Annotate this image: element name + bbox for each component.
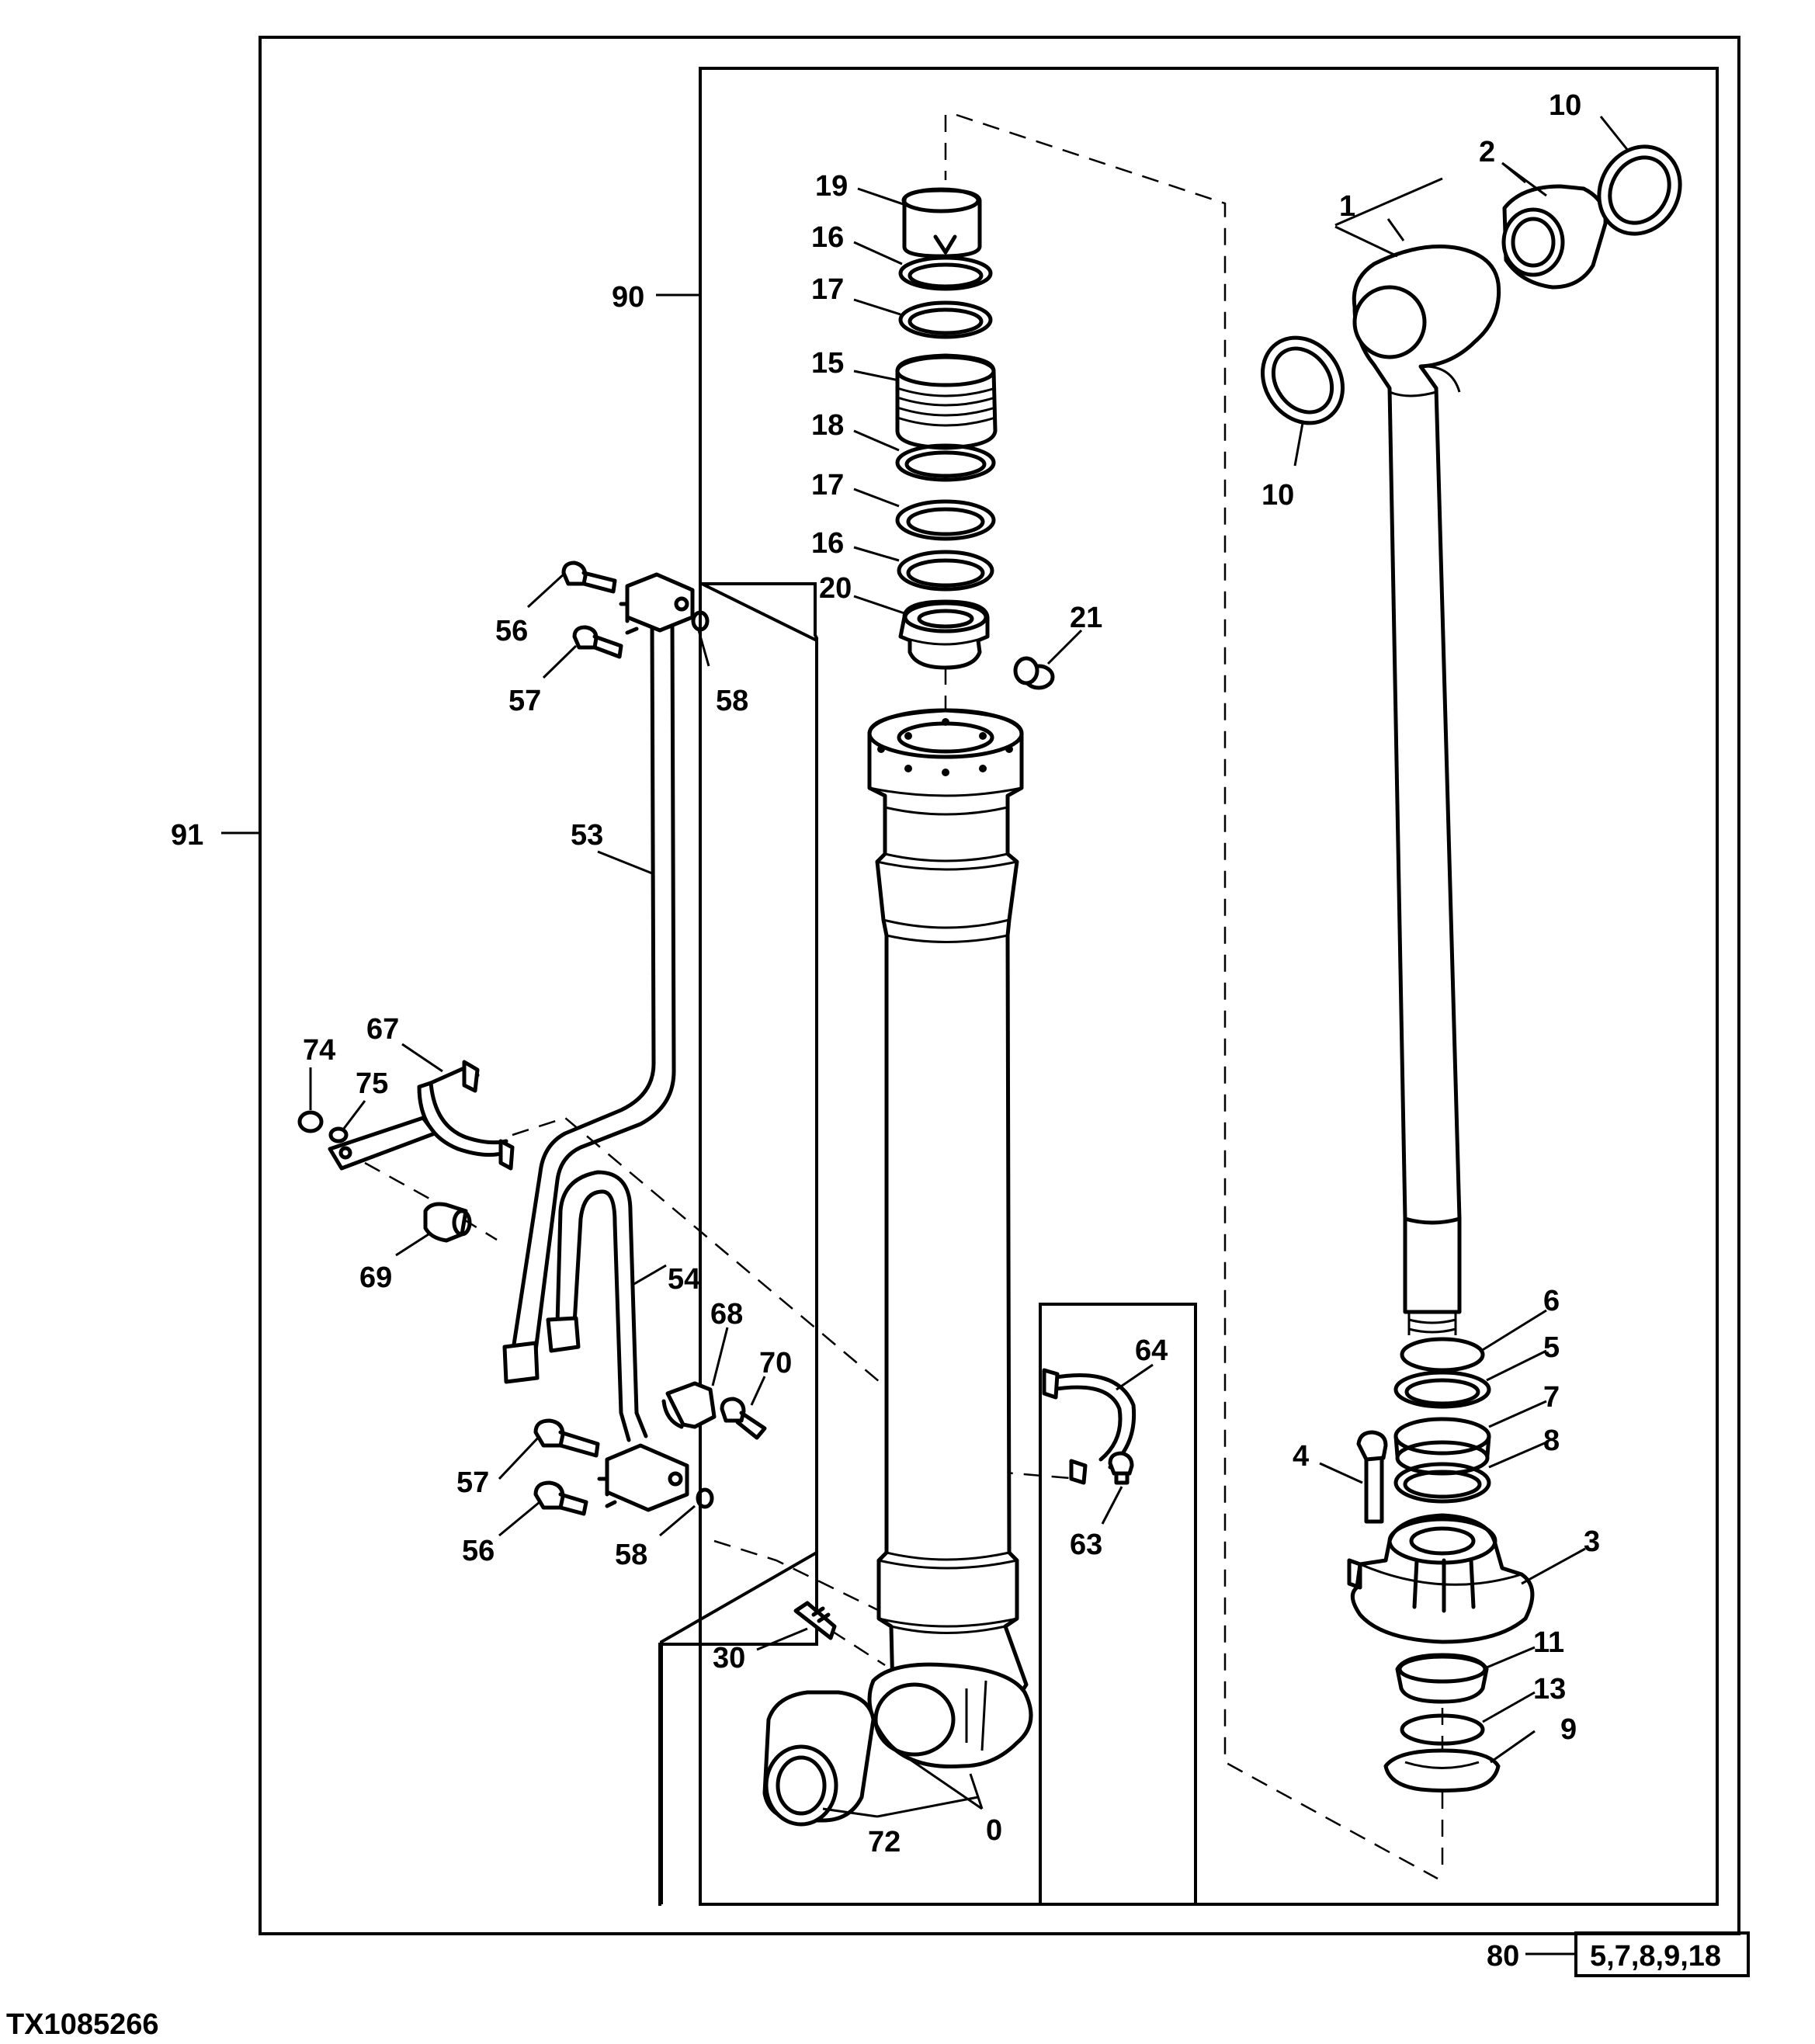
figure-id: TX1085266 (6, 2008, 159, 2041)
callout-64: 64 (1135, 1334, 1168, 1367)
callout-3: 3 (1584, 1525, 1600, 1558)
callout-16-lower: 16 (811, 527, 844, 560)
bolt-4 (1356, 1430, 1388, 1524)
tube-line-53 (510, 623, 676, 1357)
callout-0: 0 (986, 1814, 1002, 1847)
alignment-line-port (713, 1539, 917, 1630)
callout-75: 75 (356, 1067, 388, 1100)
callout-2: 2 (1479, 136, 1495, 168)
piston-3 (1347, 1513, 1535, 1644)
line-kit-edge (660, 582, 818, 1904)
clamp-inset-boundary (1039, 1303, 1197, 1904)
callout-90: 90 (612, 281, 644, 314)
washer-75 (328, 1126, 349, 1143)
callout-20: 20 (819, 572, 852, 605)
flange-upper (619, 572, 695, 635)
callout-21: 21 (1070, 602, 1102, 634)
callout-7: 7 (1543, 1381, 1560, 1414)
callout-58-lower: 58 (615, 1539, 647, 1571)
callout-10-upper: 10 (1549, 89, 1581, 122)
alignment-line-clamp (512, 1116, 1080, 1480)
callout-68: 68 (710, 1298, 743, 1331)
bolt-70 (720, 1397, 767, 1440)
leader-lines (221, 116, 1630, 1956)
callout-4: 4 (1293, 1440, 1309, 1473)
callout-10-lower: 10 (1261, 479, 1294, 512)
callout-56-upper: 56 (495, 615, 528, 647)
callout-17-lower: 17 (811, 469, 844, 501)
callout-16-upper: 16 (811, 221, 844, 254)
bolt-63 (1108, 1451, 1134, 1485)
barrel-clevis-eye (867, 1662, 1033, 1769)
alignment-line-bracket (364, 1161, 498, 1241)
callout-72: 72 (868, 1826, 901, 1858)
plug-21 (1013, 656, 1055, 690)
nut-74 (297, 1110, 324, 1133)
alignment-line-rod (944, 113, 1438, 1880)
outer-assembly-frame (259, 36, 1740, 1935)
cylinder-barrel (867, 708, 1029, 1722)
callout-18: 18 (811, 409, 844, 442)
callout-11: 11 (1533, 1626, 1564, 1659)
rod-end-lower-rings (1383, 1653, 1501, 1792)
callout-57-lower: 57 (456, 1466, 489, 1499)
spacer-69 (423, 1202, 472, 1243)
tube-line-54 (555, 1170, 648, 1442)
callout-9: 9 (1560, 1713, 1577, 1746)
callout-53: 53 (571, 819, 603, 852)
cylinder-head-stack (895, 187, 998, 670)
grease-fitting-30 (793, 1601, 837, 1640)
callout-69: 69 (359, 1261, 392, 1294)
callout-13: 13 (1533, 1673, 1566, 1706)
callout-6: 6 (1543, 1285, 1560, 1317)
fitting-ends (502, 1316, 581, 1384)
clamp-64 (1042, 1368, 1137, 1485)
callout-8: 8 (1543, 1425, 1560, 1457)
bolts-56-57 (533, 560, 623, 1516)
cylinder-inner-frame (699, 67, 1719, 1906)
callout-17-upper: 17 (811, 273, 844, 306)
callout-54: 54 (668, 1263, 700, 1296)
clamp-68 (661, 1381, 717, 1429)
callout-5: 5 (1543, 1331, 1560, 1364)
piston-rod (1352, 245, 1501, 1335)
callout-91: 91 (171, 819, 203, 852)
kit-reference-number: 80 (1487, 1940, 1519, 1973)
callout-58-upper: 58 (716, 685, 748, 717)
callout-19: 19 (815, 170, 848, 203)
bushing-72 (762, 1690, 876, 1827)
bushing-2 (1501, 184, 1608, 290)
kit-reference-parts: 5,7,8,9,18 (1590, 1940, 1721, 1973)
callout-labels: 19 16 17 15 18 17 16 20 21 1 2 10 10 90 … (6, 89, 1721, 2041)
rod-end-seal-stack (1393, 1337, 1491, 1504)
kit-reference-box (1574, 1931, 1750, 1977)
o-rings-58 (691, 610, 714, 1509)
alignment-line-grease (830, 1629, 886, 1667)
callout-70: 70 (759, 1347, 792, 1379)
callout-74: 74 (303, 1034, 335, 1067)
seal-10-lower (1260, 335, 1345, 425)
callout-56-lower: 56 (462, 1535, 495, 1567)
callout-67: 67 (366, 1013, 399, 1046)
callout-57-upper: 57 (508, 685, 541, 717)
flange-lower (597, 1443, 689, 1512)
callout-15: 15 (811, 347, 844, 380)
seal-10-upper (1597, 144, 1682, 236)
bracket-plate (328, 1116, 437, 1171)
callout-30: 30 (713, 1642, 745, 1674)
callout-1: 1 (1339, 190, 1355, 223)
clamp-67 (417, 1060, 515, 1171)
callout-63: 63 (1070, 1529, 1102, 1561)
